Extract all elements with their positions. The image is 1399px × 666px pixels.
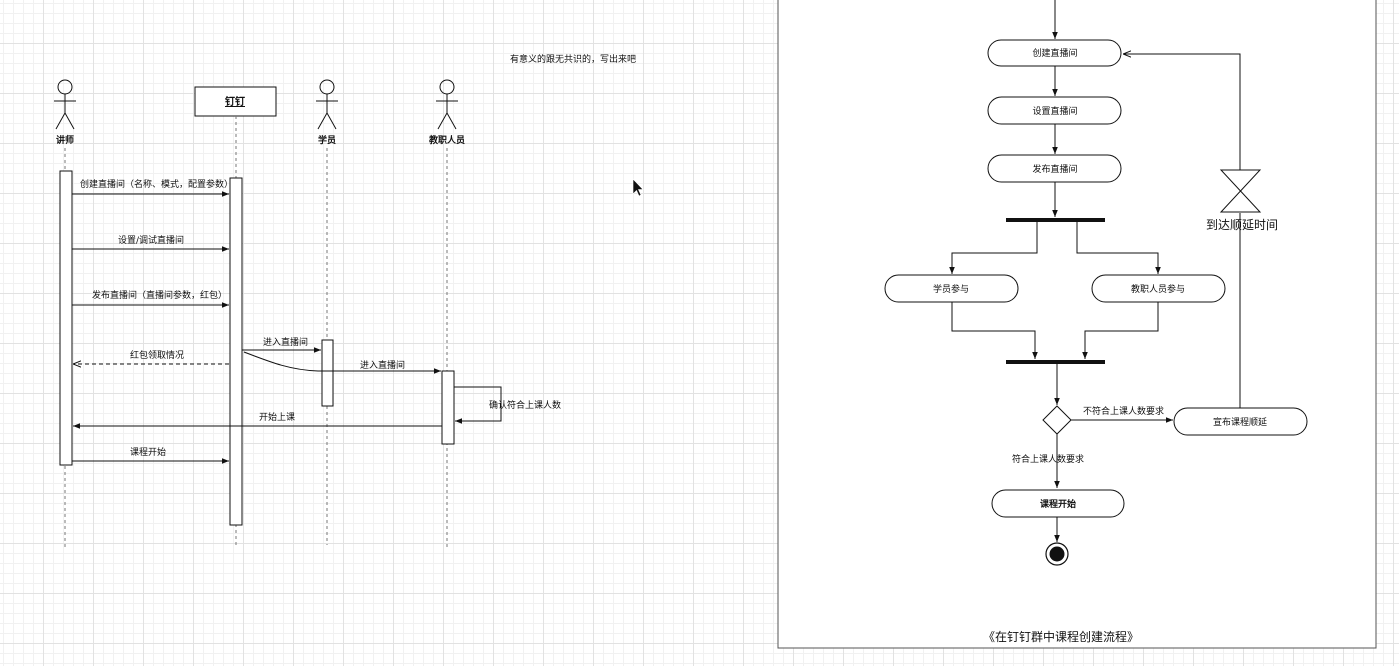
node-create[interactable]: 创建直播间 xyxy=(987,39,1122,67)
actor-lecturer-label: 讲师 xyxy=(56,134,74,146)
actor-dingtalk[interactable]: 钉钉 xyxy=(194,86,277,117)
svg-text:发布直播间: 发布直播间 xyxy=(1032,163,1077,175)
label-delay-time: 到达顺延时间 xyxy=(1206,218,1278,232)
note-text: 有意义的跟无共识的，写出来吧 xyxy=(510,53,636,65)
node-publish[interactable]: 发布直播间 xyxy=(987,154,1122,183)
message-7-self: 确认符合上课人数 xyxy=(454,386,561,424)
node-student-join[interactable]: 学员参与 xyxy=(884,274,1019,303)
message-6-label: 进入直播间 xyxy=(360,359,405,371)
actor-student-label: 学员 xyxy=(318,134,336,146)
label-not-meet: 不符合上课人数要求 xyxy=(1083,405,1164,417)
message-7-label: 确认符合上课人数 xyxy=(489,399,561,411)
message-3: 发布直播间（直播间参数，红包） xyxy=(72,289,229,308)
activation-bars xyxy=(59,170,455,526)
message-3-label: 发布直播间（直播间参数，红包） xyxy=(92,289,227,301)
actor-dingtalk-label: 钉钉 xyxy=(225,95,245,108)
fork-bar xyxy=(1006,218,1105,222)
message-5: 红包领取情况 xyxy=(73,349,229,364)
activity-diagram: 创建直播间 设置直播间 发布直播间 学员参与 教职人员参与 xyxy=(777,0,1377,649)
actor-student[interactable]: 学员 xyxy=(316,79,338,146)
dingtalk-box xyxy=(194,86,277,117)
svg-text:教职人员参与: 教职人员参与 xyxy=(1131,283,1185,295)
actor-staff[interactable]: 教职人员 xyxy=(428,79,465,146)
message-8: 开始上课 xyxy=(73,411,442,429)
message-9: 课程开始 xyxy=(72,446,229,464)
message-6: 进入直播间 xyxy=(243,351,441,374)
message-9-label: 课程开始 xyxy=(130,446,166,458)
end-node-icon xyxy=(1045,542,1069,566)
message-2-label: 设置/调试直播间 xyxy=(118,234,184,246)
stick-figure-icon xyxy=(316,79,338,130)
actor-lecturer[interactable]: 讲师 xyxy=(54,79,76,146)
activity-caption: 《在钉钉群中课程创建流程》 xyxy=(983,629,1139,644)
message-5-label: 红包领取情况 xyxy=(130,349,184,361)
stick-figure-icon xyxy=(54,79,76,130)
svg-text:宣布课程顺延: 宣布课程顺延 xyxy=(1213,416,1267,428)
svg-text:设置直播间: 设置直播间 xyxy=(1032,105,1077,117)
svg-text:创建直播间: 创建直播间 xyxy=(1032,47,1077,59)
svg-text:课程开始: 课程开始 xyxy=(1040,498,1076,510)
message-1: 创建直播间（名称、模式，配置参数） xyxy=(72,178,233,197)
actor-staff-label: 教职人员 xyxy=(428,134,465,146)
message-1-label: 创建直播间（名称、模式，配置参数） xyxy=(80,178,233,190)
node-staff-join[interactable]: 教职人员参与 xyxy=(1091,274,1226,303)
message-2: 设置/调试直播间 xyxy=(72,234,229,252)
node-course-start[interactable]: 课程开始 xyxy=(991,489,1125,518)
stick-figure-icon xyxy=(436,79,458,130)
svg-text:学员参与: 学员参与 xyxy=(933,283,969,295)
label-meet: 符合上课人数要求 xyxy=(1012,453,1084,465)
node-announce-delay[interactable]: 宣布课程顺延 xyxy=(1173,407,1308,436)
mouse-cursor-icon xyxy=(632,178,644,197)
join-bar xyxy=(1006,360,1105,364)
message-4-label: 进入直播间 xyxy=(263,336,308,348)
sequence-diagram: 讲师 钉钉 学员 教职人 xyxy=(54,79,561,550)
message-4: 进入直播间 xyxy=(242,336,321,353)
node-setup[interactable]: 设置直播间 xyxy=(987,96,1122,125)
hourglass-time-icon xyxy=(1219,169,1262,213)
message-8-label: 开始上课 xyxy=(259,411,295,423)
